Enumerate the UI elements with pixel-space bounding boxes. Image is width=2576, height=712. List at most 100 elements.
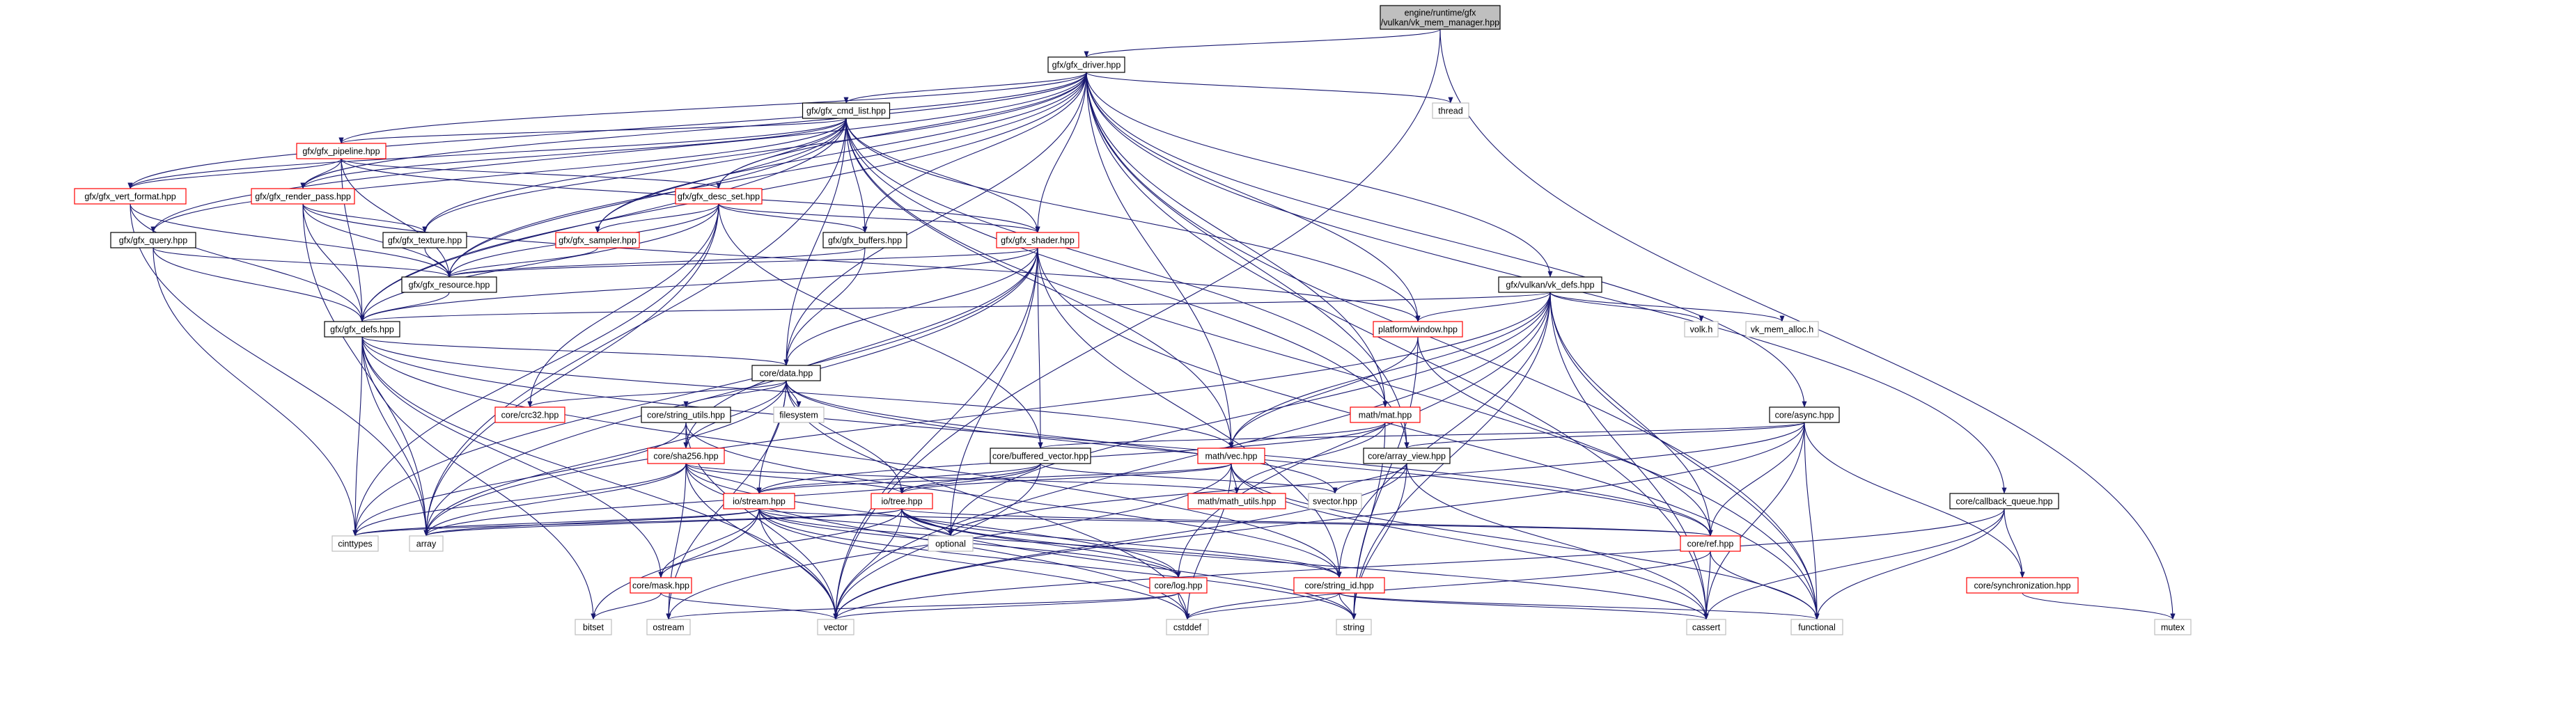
node-gfx-query[interactable]: gfx/gfx_query.hpp: [110, 232, 196, 248]
edge-gfx_driver-to-gfx_pipeline: [338, 72, 1087, 144]
node-math-mat[interactable]: math/mat.hpp: [1350, 406, 1421, 423]
edge-synchronization-to-mutex: [2022, 592, 2176, 620]
edge-gfx_cmd_list-to-math_vec: [845, 118, 1234, 449]
node-box: [296, 143, 387, 159]
edge-gfx_driver-to-gfx_desc_set: [716, 72, 1087, 189]
node-gfx-resource[interactable]: gfx/gfx_resource.hpp: [401, 276, 497, 293]
node-box: [331, 535, 379, 552]
node-gfx-desc-set[interactable]: gfx/gfx_desc_set.hpp: [675, 188, 763, 205]
node-math-vec[interactable]: math/vec.hpp: [1197, 448, 1265, 464]
edge-gfx_driver-to-array_view: [1086, 72, 1410, 449]
node-gfx-sampler[interactable]: gfx/gfx_sampler.hpp: [555, 232, 640, 248]
node-core-async[interactable]: core/async.hpp: [1769, 406, 1840, 423]
edge-io_stream-to-core_ref: [758, 508, 1712, 537]
node-mutex[interactable]: mutex: [2154, 619, 2192, 635]
edge-io_stream-to-cstddef: [758, 508, 1190, 620]
node-io-stream[interactable]: io/stream.hpp: [723, 493, 795, 509]
node-callback-queue[interactable]: core/callback_queue.hpp: [1949, 493, 2059, 509]
node-core-log[interactable]: core/log.hpp: [1149, 577, 1208, 594]
edge-core_ref-to-functional: [1710, 551, 1820, 620]
node-functional[interactable]: functional: [1790, 619, 1843, 635]
edge-core_data-to-core_crc32: [527, 380, 787, 408]
edge-string_id-to-string: [1338, 592, 1357, 620]
node-gfx-vert-format[interactable]: gfx/gfx_vert_format.hpp: [74, 188, 187, 205]
edge-gfx_cmd_list-to-gfx_desc_set: [716, 118, 847, 189]
node-thread[interactable]: thread: [1432, 102, 1469, 119]
node-core-data[interactable]: core/data.hpp: [751, 365, 821, 381]
node-label: volk.h: [1690, 325, 1713, 335]
node-core-ref[interactable]: core/ref.hpp: [1680, 535, 1741, 552]
node-bitset[interactable]: bitset: [575, 619, 612, 635]
edge-buffered_vector-to-io_stream: [756, 463, 1041, 494]
node-synchronization[interactable]: core/synchronization.hpp: [1966, 577, 2079, 594]
node-label: gfx/gfx_shader.hpp: [1001, 236, 1075, 246]
node-volk[interactable]: volk.h: [1684, 321, 1719, 338]
edge-gfx_defs-to-vector: [361, 336, 838, 620]
edge-gfx_cmd_list-to-array: [423, 118, 847, 537]
node-math-utils[interactable]: math/math_utils.hpp: [1187, 493, 1286, 509]
edge-gfx_defs-to-core_ref: [361, 336, 1713, 537]
node-gfx-cmd-list[interactable]: gfx/gfx_cmd_list.hpp: [802, 102, 891, 119]
node-buffered-vector[interactable]: core/buffered_vector.hpp: [990, 448, 1091, 464]
node-ostream[interactable]: ostream: [646, 619, 691, 635]
edge-gfx_driver-to-gfx_render_pass: [300, 72, 1087, 189]
node-array-view[interactable]: core/array_view.hpp: [1363, 448, 1451, 464]
node-string-utils[interactable]: core/string_utils.hpp: [641, 406, 731, 423]
edge-gfx_desc_set-to-cinttypes: [352, 203, 719, 537]
edge-vk_defs-to-array: [423, 292, 1551, 537]
edge-vk_defs-to-vector: [833, 292, 1551, 620]
node-gfx-defs[interactable]: gfx/gfx_defs.hpp: [324, 321, 400, 338]
node-vk-mem-alloc[interactable]: vk_mem_alloc.h: [1745, 321, 1819, 338]
edge-io_stream-to-array: [423, 508, 760, 537]
edge-core_async-to-array_view: [1404, 422, 1805, 449]
node-filesystem[interactable]: filesystem: [773, 406, 825, 423]
edge-io_tree-to-core_ref: [901, 508, 1712, 537]
edge-vk_defs-to-platform_window: [1415, 292, 1551, 322]
node-label: math/mat.hpp: [1359, 411, 1412, 420]
edge-gfx_shader-to-gfx_resource: [446, 247, 1038, 278]
node-box: [675, 188, 763, 205]
node-string[interactable]: string: [1336, 619, 1372, 635]
node-array[interactable]: array: [409, 535, 444, 552]
node-gfx-render-pass[interactable]: gfx/gfx_render_pass.hpp: [251, 188, 355, 205]
node-core-sha256[interactable]: core/sha256.hpp: [647, 448, 725, 464]
node-gfx-pipeline[interactable]: gfx/gfx_pipeline.hpp: [296, 143, 387, 159]
edge-string_utils-to-cinttypes: [352, 422, 687, 537]
edge-gfx_cmd_list-to-gfx_vert_format: [127, 118, 847, 189]
node-core-crc32[interactable]: core/crc32.hpp: [494, 406, 565, 423]
node-vector[interactable]: vector: [817, 619, 854, 635]
node-gfx-shader[interactable]: gfx/gfx_shader.hpp: [996, 232, 1079, 248]
node-optional[interactable]: optional: [928, 535, 974, 552]
node-vk-defs[interactable]: gfx/vulkan/vk_defs.hpp: [1498, 276, 1602, 293]
node-label: gfx/gfx_driver.hpp: [1052, 61, 1121, 70]
file-nodes: engine/runtime/gfx/vulkan/vk_mem_manager…: [74, 5, 2192, 635]
edge-gfx_render_pass-to-gfx_resource: [302, 203, 452, 278]
node-core-mask[interactable]: core/mask.hpp: [630, 577, 692, 594]
node-cinttypes[interactable]: cinttypes: [331, 535, 379, 552]
edge-array_view-to-svector: [1332, 463, 1407, 494]
node-gfx-driver[interactable]: gfx/gfx_driver.hpp: [1047, 56, 1125, 73]
node-box: [1308, 493, 1362, 509]
node-string-id[interactable]: core/string_id.hpp: [1293, 577, 1385, 594]
edge-gfx_shader-to-optional: [948, 247, 1038, 537]
node-box: [494, 406, 565, 423]
edge-gfx_driver-to-functional: [1086, 72, 1820, 620]
node-svector[interactable]: svector.hpp: [1308, 493, 1362, 509]
edge-core_async-to-cassert: [1703, 422, 1805, 620]
edge-core_mask-to-vector: [660, 592, 838, 620]
node-gfx-texture[interactable]: gfx/gfx_texture.hpp: [382, 232, 467, 248]
node-root[interactable]: engine/runtime/gfx/vulkan/vk_mem_manager…: [1380, 5, 1501, 30]
edge-math_vec-to-cassert: [1231, 463, 1709, 620]
edge-core_async-to-core_ref: [1708, 422, 1805, 537]
node-cstddef[interactable]: cstddef: [1166, 619, 1209, 635]
edge-root-to-vector: [833, 29, 1441, 620]
edge-core_mask-to-bitset: [591, 592, 662, 620]
edge-core_async-to-synchronization: [1804, 422, 2025, 578]
edge-io_stream-to-vector: [758, 508, 838, 620]
node-box: [871, 493, 933, 509]
node-cassert[interactable]: cassert: [1686, 619, 1726, 635]
node-gfx-buffers[interactable]: gfx/gfx_buffers.hpp: [822, 232, 907, 248]
node-platform-window[interactable]: platform/window.hpp: [1373, 321, 1463, 338]
edge-gfx_shader-to-core_data: [783, 247, 1038, 366]
node-io-tree[interactable]: io/tree.hpp: [871, 493, 933, 509]
